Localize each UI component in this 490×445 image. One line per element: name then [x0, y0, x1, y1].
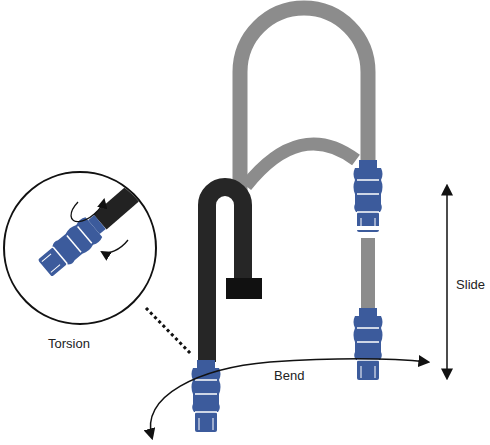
motion-label: Bend [272, 368, 306, 384]
motion-label: Torsion [46, 336, 92, 352]
motion-label: Slide [454, 277, 487, 293]
